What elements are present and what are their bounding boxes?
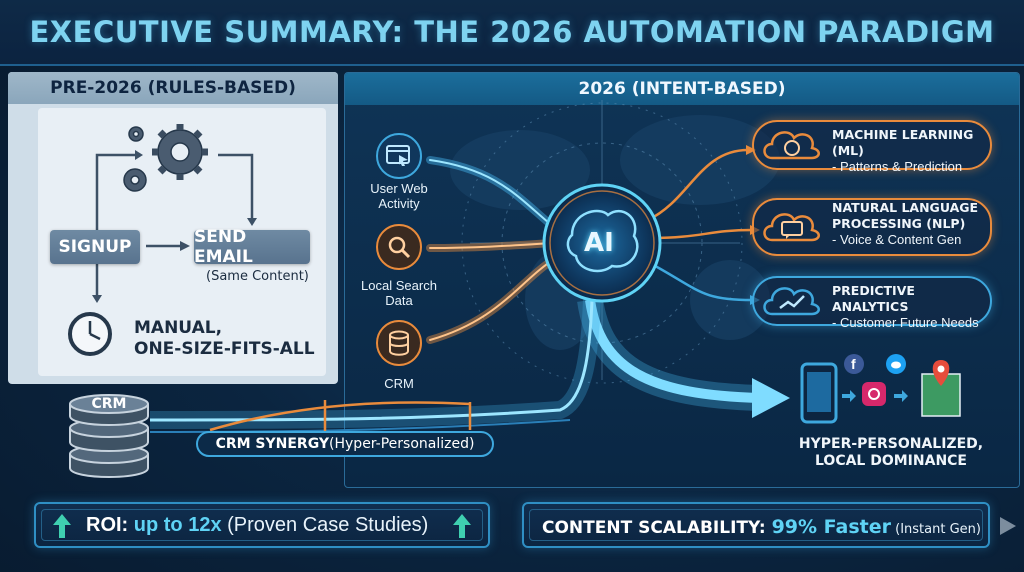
roi-value: up to 12x xyxy=(133,514,222,536)
predictive-title: PREDICTIVE ANALYTICS xyxy=(832,283,915,314)
clock-icon xyxy=(68,312,112,356)
same-content-note: (Same Content) xyxy=(206,269,309,284)
map-pin-icon xyxy=(921,360,961,417)
signup-box: SIGNUP xyxy=(50,230,140,264)
nlp-subtitle: - Voice & Content Gen xyxy=(832,232,962,247)
input-local-search-line-2: Data xyxy=(385,293,413,308)
nlp-title-line-2: PROCESSING (NLP) xyxy=(832,216,966,231)
send-email-box: SEND EMAIL xyxy=(194,227,310,267)
brain-cloud-icon xyxy=(763,131,820,160)
ml-output-box xyxy=(752,120,992,170)
result-line-1: HYPER-PERSONALIZED, xyxy=(798,436,984,452)
result-label: HYPER-PERSONALIZED, LOCAL DOMINANCE xyxy=(786,436,996,470)
input-crm-label: CRM xyxy=(384,376,414,391)
roi-note: (Proven Case Studies) xyxy=(221,514,429,536)
manual-line-1: MANUAL, xyxy=(134,318,223,338)
result-line-2: LOCAL DOMINANCE xyxy=(815,453,967,469)
up-arrow-icon xyxy=(53,514,71,538)
up-arrow-icon xyxy=(453,514,471,538)
page-title: EXECUTIVE SUMMARY: THE 2026 AUTOMATION P… xyxy=(29,15,995,49)
browser-cursor-icon xyxy=(376,133,422,179)
predictive-output-box xyxy=(752,276,992,326)
content-scalability-text: CONTENT SCALABILITY: 99% Faster (Instant… xyxy=(542,516,981,538)
result-icons: f xyxy=(800,354,961,424)
gears-icon xyxy=(123,124,208,192)
predictive-output-text: PREDICTIVE ANALYTICS - Customer Future N… xyxy=(832,283,992,331)
bridge-graphic xyxy=(209,400,472,432)
play-arrow-icon xyxy=(1000,517,1016,535)
flow-arrows xyxy=(95,153,254,295)
title-bar: EXECUTIVE SUMMARY: THE 2026 AUTOMATION P… xyxy=(0,0,1024,66)
content-scalability-label: CONTENT SCALABILITY: xyxy=(542,518,772,538)
pre-2026-header: PRE-2026 (RULES-BASED) xyxy=(8,72,338,104)
manual-line-2: ONE-SIZE-FITS-ALL xyxy=(134,339,315,359)
chat-cloud-icon xyxy=(763,213,820,242)
ml-output-text: MACHINE LEARNING (ML) - Patterns & Predi… xyxy=(832,127,992,175)
svg-text:f: f xyxy=(851,356,856,372)
twitter-icon xyxy=(886,354,906,374)
trend-cloud-icon xyxy=(763,287,820,316)
database-icon xyxy=(376,320,422,366)
input-local-search-line-1: Local Search xyxy=(361,278,437,293)
input-user-web-line-1: User Web xyxy=(370,181,428,196)
content-scalability-value: 99% Faster xyxy=(771,516,891,538)
input-user-web-line-2: Activity xyxy=(378,196,420,211)
nlp-output-text: NATURAL LANGUAGE PROCESSING (NLP) - Voic… xyxy=(832,200,992,248)
input-user-web-label: User Web Activity xyxy=(352,181,446,211)
roi-label: ROI: xyxy=(86,514,134,536)
nlp-title-line-1: NATURAL LANGUAGE xyxy=(832,200,979,215)
input-local-search-label: Local Search Data xyxy=(352,278,446,308)
crm-synergy-pill: CRM SYNERGY (Hyper-Personalized) xyxy=(196,431,494,457)
facebook-icon: f xyxy=(844,354,864,374)
crm-synergy-label: CRM SYNERGY xyxy=(215,436,330,452)
nlp-output-box xyxy=(752,198,992,256)
manual-label: MANUAL, ONE-SIZE-FITS-ALL xyxy=(134,318,315,360)
predictive-subtitle: - Customer Future Needs xyxy=(832,315,979,330)
smartphone-icon xyxy=(800,362,838,424)
crm-synergy-note: (Hyper-Personalized) xyxy=(329,436,475,452)
crm-db-label: CRM xyxy=(91,396,127,412)
instagram-icon xyxy=(862,382,886,406)
ai-core-label: AI xyxy=(584,228,614,258)
ml-title: MACHINE LEARNING (ML) xyxy=(832,127,974,158)
crm-database-icon xyxy=(69,394,149,478)
content-scalability-box: CONTENT SCALABILITY: 99% Faster (Instant… xyxy=(522,502,990,548)
content-scalability-note: (Instant Gen) xyxy=(891,522,981,537)
2026-header: 2026 (INTENT-BASED) xyxy=(345,73,1019,105)
roi-text: ROI: up to 12x (Proven Case Studies) xyxy=(86,514,428,537)
ai-core xyxy=(542,183,662,303)
ml-subtitle: - Patterns & Prediction xyxy=(832,159,963,174)
magnifier-icon xyxy=(376,224,422,270)
roi-stat-box: ROI: up to 12x (Proven Case Studies) xyxy=(34,502,490,548)
